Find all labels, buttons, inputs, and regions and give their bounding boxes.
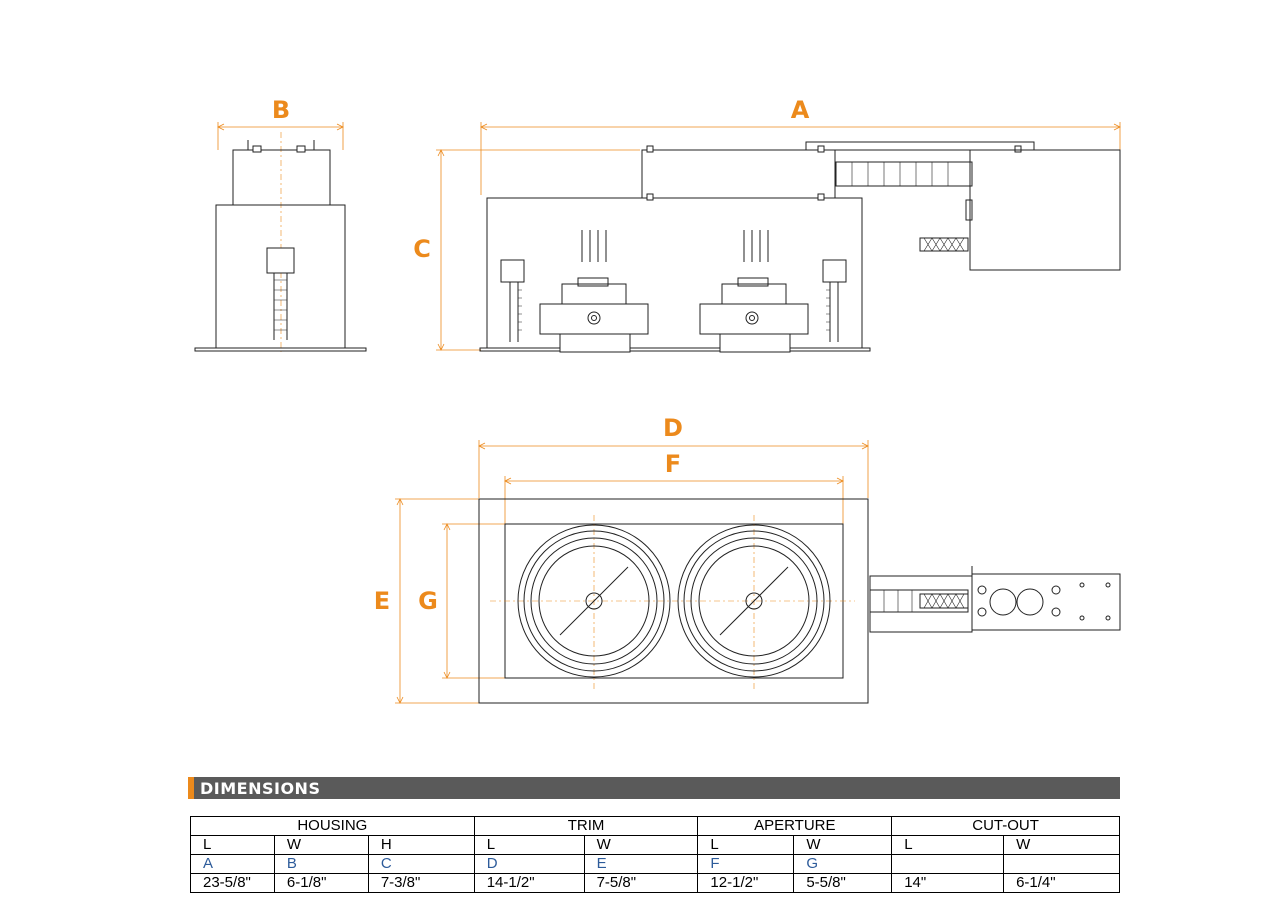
front-view: A C <box>413 96 1121 353</box>
ref-letter-row: A B C D E F G <box>190 854 1120 874</box>
side-view: B <box>194 96 367 352</box>
ref-cell: F <box>697 854 795 874</box>
value-cell: 6-1/8" <box>273 873 369 893</box>
sublabel-cell: W <box>1003 835 1120 855</box>
value-row: 23-5/8" 6-1/8" 7-3/8" 14-1/2" 7-5/8" 12-… <box>190 873 1120 893</box>
dim-letter-e: E <box>374 587 390 615</box>
sublabel-cell: L <box>190 835 275 855</box>
ref-cell <box>891 854 1005 874</box>
group-cut-out: CUT-OUT <box>891 816 1120 836</box>
sublabel-cell: W <box>793 835 893 855</box>
value-cell: 7-3/8" <box>367 873 475 893</box>
dim-letter-g: G <box>418 587 438 615</box>
ref-cell: C <box>367 854 475 874</box>
dim-letter-a: A <box>791 96 810 124</box>
ref-cell: A <box>190 854 275 874</box>
technical-drawing: B A C <box>194 96 1121 704</box>
group-aperture: APERTURE <box>697 816 893 836</box>
ref-cell: E <box>583 854 699 874</box>
dim-letter-d: D <box>663 414 683 442</box>
sublabel-row: L W H L W L W L W <box>190 835 1120 855</box>
group-header-row: HOUSING TRIM APERTURE CUT-OUT <box>190 816 1120 836</box>
dimensions-table: HOUSING TRIM APERTURE CUT-OUT L W H L W … <box>190 816 1120 893</box>
dimensions-title: DIMENSIONS <box>200 778 321 798</box>
sublabel-cell: L <box>891 835 1005 855</box>
dim-letter-b: B <box>272 96 290 124</box>
dim-letter-c: C <box>413 235 431 263</box>
ref-cell <box>1003 854 1120 874</box>
sublabel-cell: H <box>367 835 475 855</box>
value-cell: 14-1/2" <box>473 873 585 893</box>
sublabel-cell: W <box>273 835 369 855</box>
value-cell: 12-1/2" <box>697 873 795 893</box>
sublabel-cell: W <box>583 835 699 855</box>
sublabel-cell: L <box>697 835 795 855</box>
value-cell: 6-1/4" <box>1003 873 1120 893</box>
plan-view: D F E G <box>374 414 1121 704</box>
dimensions-banner: DIMENSIONS <box>188 777 1120 799</box>
dim-letter-f: F <box>665 450 681 478</box>
banner-accent <box>188 777 194 799</box>
ref-cell: G <box>793 854 893 874</box>
group-trim: TRIM <box>473 816 699 836</box>
ref-cell: D <box>473 854 585 874</box>
value-cell: 23-5/8" <box>190 873 275 893</box>
value-cell: 14" <box>891 873 1005 893</box>
value-cell: 5-5/8" <box>793 873 893 893</box>
ref-cell: B <box>273 854 369 874</box>
group-housing: HOUSING <box>190 816 475 836</box>
value-cell: 7-5/8" <box>583 873 699 893</box>
sublabel-cell: L <box>473 835 585 855</box>
